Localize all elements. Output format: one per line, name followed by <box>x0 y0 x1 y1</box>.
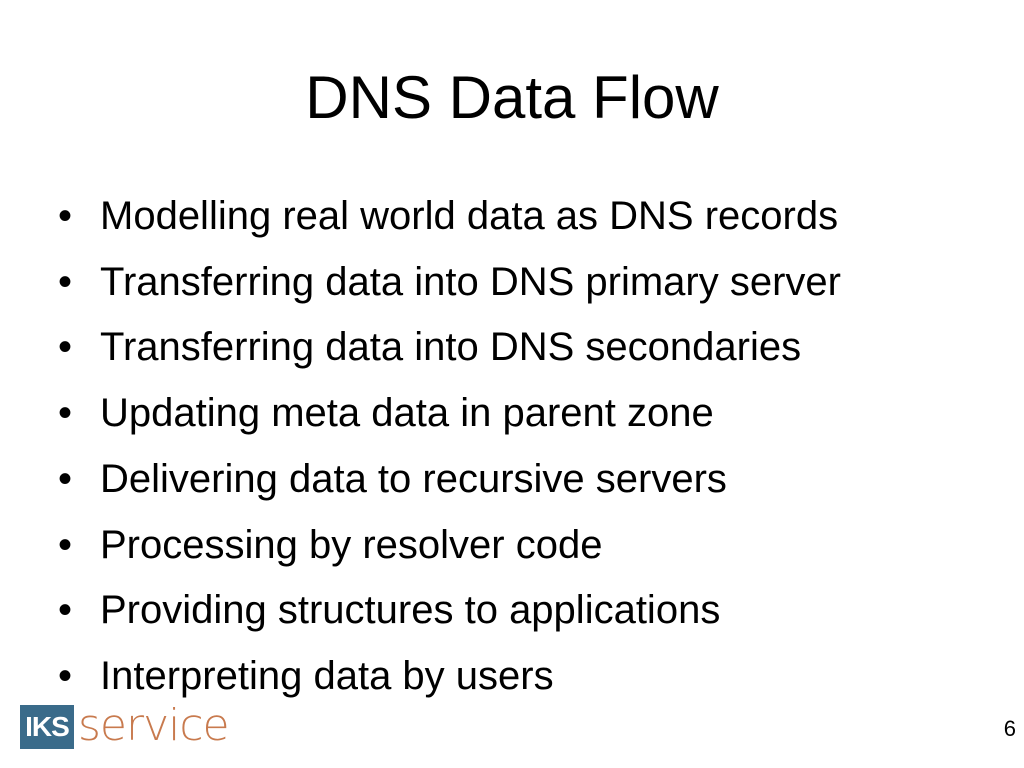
logo-iks-text: IKS <box>25 711 70 742</box>
bullet-icon: • <box>58 456 73 501</box>
bullet-text: Transferring data into DNS secondaries <box>100 325 802 370</box>
page-number: 6 <box>1003 716 1016 741</box>
bullet-item: • Transferring data into DNS primary serv… <box>56 250 841 316</box>
bullet-text: Modelling real world data as DNS records <box>100 194 839 238</box>
slide-title: DNS Data Flow <box>305 64 719 131</box>
bullet-text: Providing structures to applications <box>100 588 721 633</box>
bullet-icon: • <box>58 391 73 436</box>
bullet-item: • Processing by resolver code <box>56 513 841 579</box>
bullet-icon: • <box>58 522 73 567</box>
bullet-text: Interpreting data by users <box>100 653 554 698</box>
bullet-item: • Modelling real world data as DNS record… <box>56 184 841 250</box>
bullet-icon: • <box>58 259 73 304</box>
logo-service-text: service <box>78 700 230 751</box>
bullet-text: Processing by resolver code <box>100 522 603 567</box>
bullet-icon: • <box>58 325 73 370</box>
iks-service-logo: IKS service <box>20 700 230 752</box>
bullet-icon: • <box>58 653 73 698</box>
bullet-icon: • <box>58 194 73 238</box>
bullet-text: Delivering data to recursive servers <box>100 456 727 501</box>
logo-box <box>20 705 74 749</box>
bullet-item: • Providing structures to applications <box>56 578 841 644</box>
bullet-list: • Modelling real world data as DNS record… <box>56 184 841 710</box>
bullet-text: Transferring data into DNS primary serve… <box>100 259 841 304</box>
bullet-item: • Updating meta data in parent zone <box>56 381 841 447</box>
bullet-item: • Delivering data to recursive servers <box>56 447 841 513</box>
bullet-item: • Transferring data into DNS secondaries <box>56 315 841 381</box>
bullet-item: • Interpreting data by users <box>56 644 841 710</box>
bullet-text: Updating meta data in parent zone <box>100 391 714 436</box>
bullet-icon: • <box>58 588 73 633</box>
